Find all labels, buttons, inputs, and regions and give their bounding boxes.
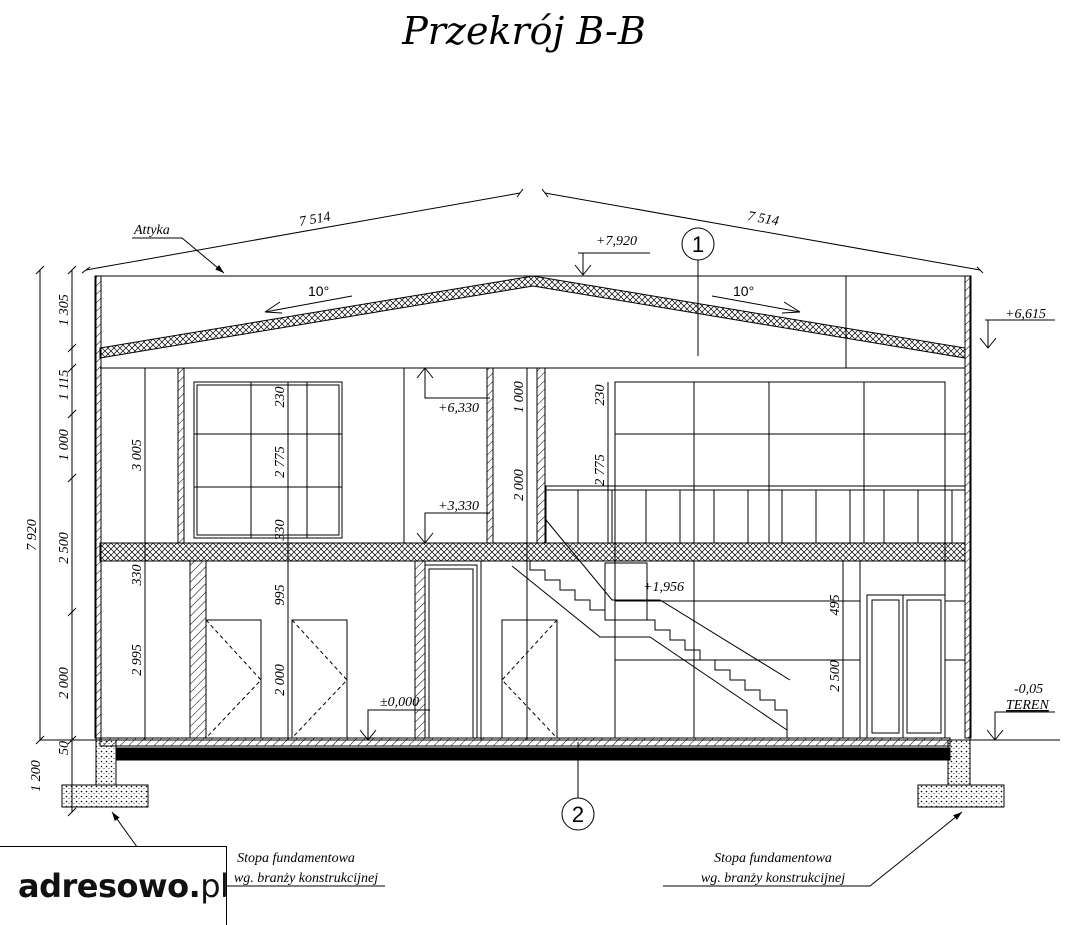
- footing-left-line1: Stopa fundamentowa: [237, 851, 355, 866]
- dim-2000: 2 000: [57, 667, 72, 699]
- level-attic-top: +6,615: [1005, 307, 1046, 322]
- span-dim-line-right: [544, 192, 981, 271]
- footing-left: [61, 784, 149, 808]
- span-dim-line-left: [85, 192, 521, 271]
- dim-total: 7 920: [25, 519, 40, 551]
- footing-left-line2: wg. branży konstrukcijnej: [234, 871, 378, 886]
- slope-arrow-left: [264, 295, 353, 313]
- door-1: [205, 619, 262, 739]
- watermark-logo-box: adresowo.pl: [0, 846, 229, 925]
- level-ridge: +7,920: [596, 234, 637, 249]
- dim-995: 995: [273, 585, 288, 606]
- footing-right: [917, 784, 1005, 808]
- slope-right-label: 10°: [733, 283, 754, 299]
- gallery-railing: [545, 485, 966, 544]
- door-3: [424, 564, 478, 739]
- left-wall: [94, 275, 102, 739]
- span-right-label: 7 514: [746, 209, 780, 229]
- level-ground: ±0,000: [380, 695, 419, 710]
- ground-slab: [99, 737, 951, 747]
- terrain-label: TEREN: [1006, 698, 1049, 713]
- dim-1115: 1 115: [57, 370, 72, 400]
- foundation-left: [95, 739, 117, 786]
- dim-1000: 1 000: [57, 429, 72, 461]
- window-upper-left: [193, 381, 343, 539]
- dim-2775-b: 2 775: [593, 454, 608, 486]
- door-2: [291, 619, 348, 739]
- dim-50: 50: [57, 741, 72, 755]
- curtain-wall: [614, 381, 965, 739]
- level-floor2: +3,330: [438, 499, 479, 514]
- marker-2-number: 2: [572, 802, 584, 827]
- door-4: [501, 619, 558, 739]
- dim-1200: 1 200: [29, 760, 44, 792]
- right-wall: [964, 275, 972, 739]
- roof-slab: [99, 275, 966, 359]
- slope-arrow-right: [711, 295, 801, 313]
- dim-2500-b: 2 500: [828, 660, 843, 692]
- dim-2000-a: 2 000: [273, 664, 288, 696]
- adresowo-logo: adresowo.pl: [18, 867, 229, 905]
- dim-2500: 2 500: [57, 532, 72, 564]
- door-5: [866, 594, 946, 739]
- footing-right-line1: Stopa fundamentowa: [714, 851, 832, 866]
- dim-230-b: 230: [593, 385, 608, 406]
- level-floor2-ceiling: +6,330: [438, 401, 479, 416]
- dim-2995: 2 995: [130, 644, 145, 676]
- foundation-right: [947, 739, 971, 786]
- dim-3005: 3 005: [130, 439, 145, 472]
- dim-330-b: 330: [273, 520, 288, 542]
- dim-2775-a: 2 775: [273, 446, 288, 478]
- dim-1305: 1 305: [57, 294, 72, 326]
- dim-495: 495: [828, 595, 843, 616]
- footing-right-line2: wg. branży konstrukcijnej: [701, 871, 845, 886]
- staircase: [511, 519, 791, 738]
- attyka-leader: [132, 237, 225, 274]
- marker-1-number: 1: [692, 232, 704, 257]
- level-stair-landing: +1,956: [643, 580, 684, 595]
- dim-1000-b: 1 000: [512, 381, 527, 413]
- attyka-label: Attyka: [133, 223, 170, 238]
- span-left-label: 7 514: [298, 210, 332, 230]
- slope-left-label: 10°: [308, 283, 329, 299]
- level-terrain: -0,05: [1014, 682, 1043, 697]
- dim-2000-b: 2 000: [512, 469, 527, 501]
- dim-330-a: 330: [130, 565, 145, 587]
- drawing-title: Przekrój B-B: [401, 9, 646, 53]
- floor-slab: [99, 542, 966, 562]
- dim-230-a: 230: [273, 387, 288, 408]
